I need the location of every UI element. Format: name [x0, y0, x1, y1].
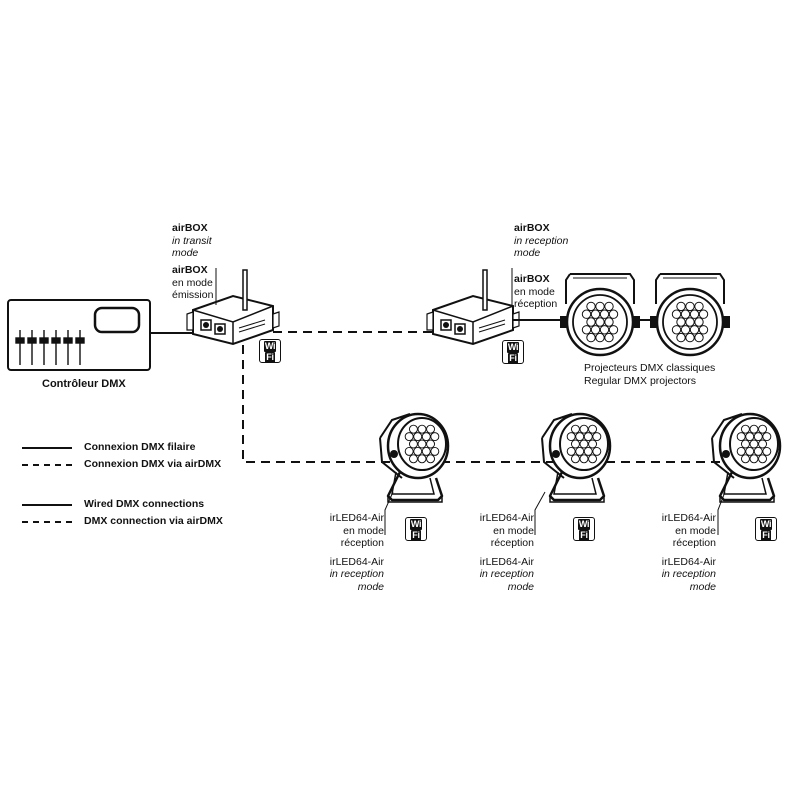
projectors-label: Projecteurs DMX classiques Regular DMX p… [584, 362, 715, 387]
airbox-transmit-fr-mode2: émission [172, 289, 214, 301]
legend-wireless-line-en [22, 521, 72, 523]
irled-fr-mode1: en mode [493, 524, 534, 537]
irled-name2: irLED64-Air [479, 555, 534, 568]
irled-fr-mode1: en mode [675, 524, 716, 537]
controller-faders [15, 330, 85, 365]
projectors-label-fr: Projecteurs DMX classiques [584, 362, 716, 374]
dmx-controller [7, 299, 151, 371]
irled-name2: irLED64-Air [661, 555, 716, 568]
irled-en-mode: in reception [329, 568, 384, 580]
legend-wired-en: Wired DMX connections [84, 498, 205, 510]
airbox-transmit-fr-mode1: en mode [172, 276, 213, 289]
irled-fr-mode2: réception [490, 537, 534, 549]
legend-wired-line-en [22, 504, 72, 506]
legend-wireless-fr: Connexion DMX via airDMX [84, 458, 222, 470]
wifi-badge-text2: Fi [761, 530, 771, 541]
legend-wireless-line [22, 464, 72, 466]
wifi-badge-irled-3: WiFi [755, 517, 777, 541]
projectors-label-en: Regular DMX projectors [584, 374, 697, 387]
irled-en-mode: in reception [661, 568, 716, 580]
wifi-badge-text: Wi [759, 519, 773, 530]
irled-label-2: irLED64-Air en mode réception irLED64-Ai… [474, 512, 534, 593]
airbox-receive-fr-mode2: réception [514, 298, 558, 310]
airbox-transmit-en-mode2: mode [172, 247, 199, 259]
airbox-receive-en-mode2: mode [514, 247, 541, 259]
legend-wired-fr: Connexion DMX filaire [84, 441, 196, 453]
airbox-transmit-label: airBOX in transit mode [172, 222, 212, 260]
regular-projector-1 [560, 274, 640, 355]
regular-projector-2 [650, 274, 730, 355]
irled-fixture-2 [542, 414, 610, 502]
airbox-receive-fr-label: airBOX en mode réception [514, 273, 557, 311]
irled-en-mode: in reception [479, 568, 534, 580]
wifi-badge-text: Wi [506, 342, 520, 353]
airbox-transmit-name: airBOX [172, 222, 208, 234]
irled-en-mode2: mode [507, 580, 534, 593]
wifi-badge-text: Wi [577, 519, 591, 530]
callout-line-1 [384, 491, 394, 535]
irled-fr-mode1: en mode [343, 524, 384, 537]
irled-en-mode2: mode [357, 580, 384, 593]
legend-wireless-en: DMX connection via airDMX [84, 515, 223, 527]
wifi-badge-text: Wi [409, 519, 423, 530]
airbox-receive-fr-mode1: en mode [514, 285, 555, 298]
irled-fixture-1 [380, 414, 448, 502]
wifi-badge-text2: Fi [579, 530, 589, 541]
irled-label-1: irLED64-Air en mode réception irLED64-Ai… [324, 512, 384, 593]
irled-fr-mode2: réception [672, 537, 716, 549]
wifi-badge-receive: WiFi [502, 340, 524, 364]
wifi-badge-text2: Fi [508, 353, 518, 364]
wifi-badge-irled-1: WiFi [405, 517, 427, 541]
callout-line-2 [534, 491, 546, 535]
airbox-transmit-fr-label: airBOX en mode émission [172, 264, 213, 302]
irled-label-3: irLED64-Air en mode réception irLED64-Ai… [656, 512, 716, 593]
wifi-badge-transmit: WiFi [259, 339, 281, 363]
wifi-badge-irled-2: WiFi [573, 517, 595, 541]
airbox-receive-label: airBOX in reception mode [514, 222, 568, 260]
callout-line-3 [717, 491, 726, 535]
irled-name2: irLED64-Air [329, 555, 384, 568]
airbox-transmit-fr-name: airBOX [172, 264, 208, 276]
irled-name: irLED64-Air [479, 512, 534, 524]
airbox-receiver [426, 269, 520, 345]
legend-wired-line [22, 447, 72, 449]
airbox-transmit-en-mode: in transit [172, 234, 212, 247]
irled-name: irLED64-Air [329, 512, 384, 524]
irled-name: irLED64-Air [661, 512, 716, 524]
irled-fixture-3 [712, 414, 780, 502]
wifi-badge-text2: Fi [411, 530, 421, 541]
airbox-receive-fr-name: airBOX [514, 273, 550, 285]
wifi-badge-text2: Fi [265, 352, 275, 363]
airbox-receive-en-mode: in reception [514, 234, 569, 247]
wifi-badge-text: Wi [263, 341, 277, 352]
controller-label: Contrôleur DMX [42, 378, 126, 390]
airbox-receive-name: airBOX [514, 222, 550, 234]
irled-en-mode2: mode [689, 580, 716, 593]
irled-fr-mode2: réception [340, 537, 384, 549]
